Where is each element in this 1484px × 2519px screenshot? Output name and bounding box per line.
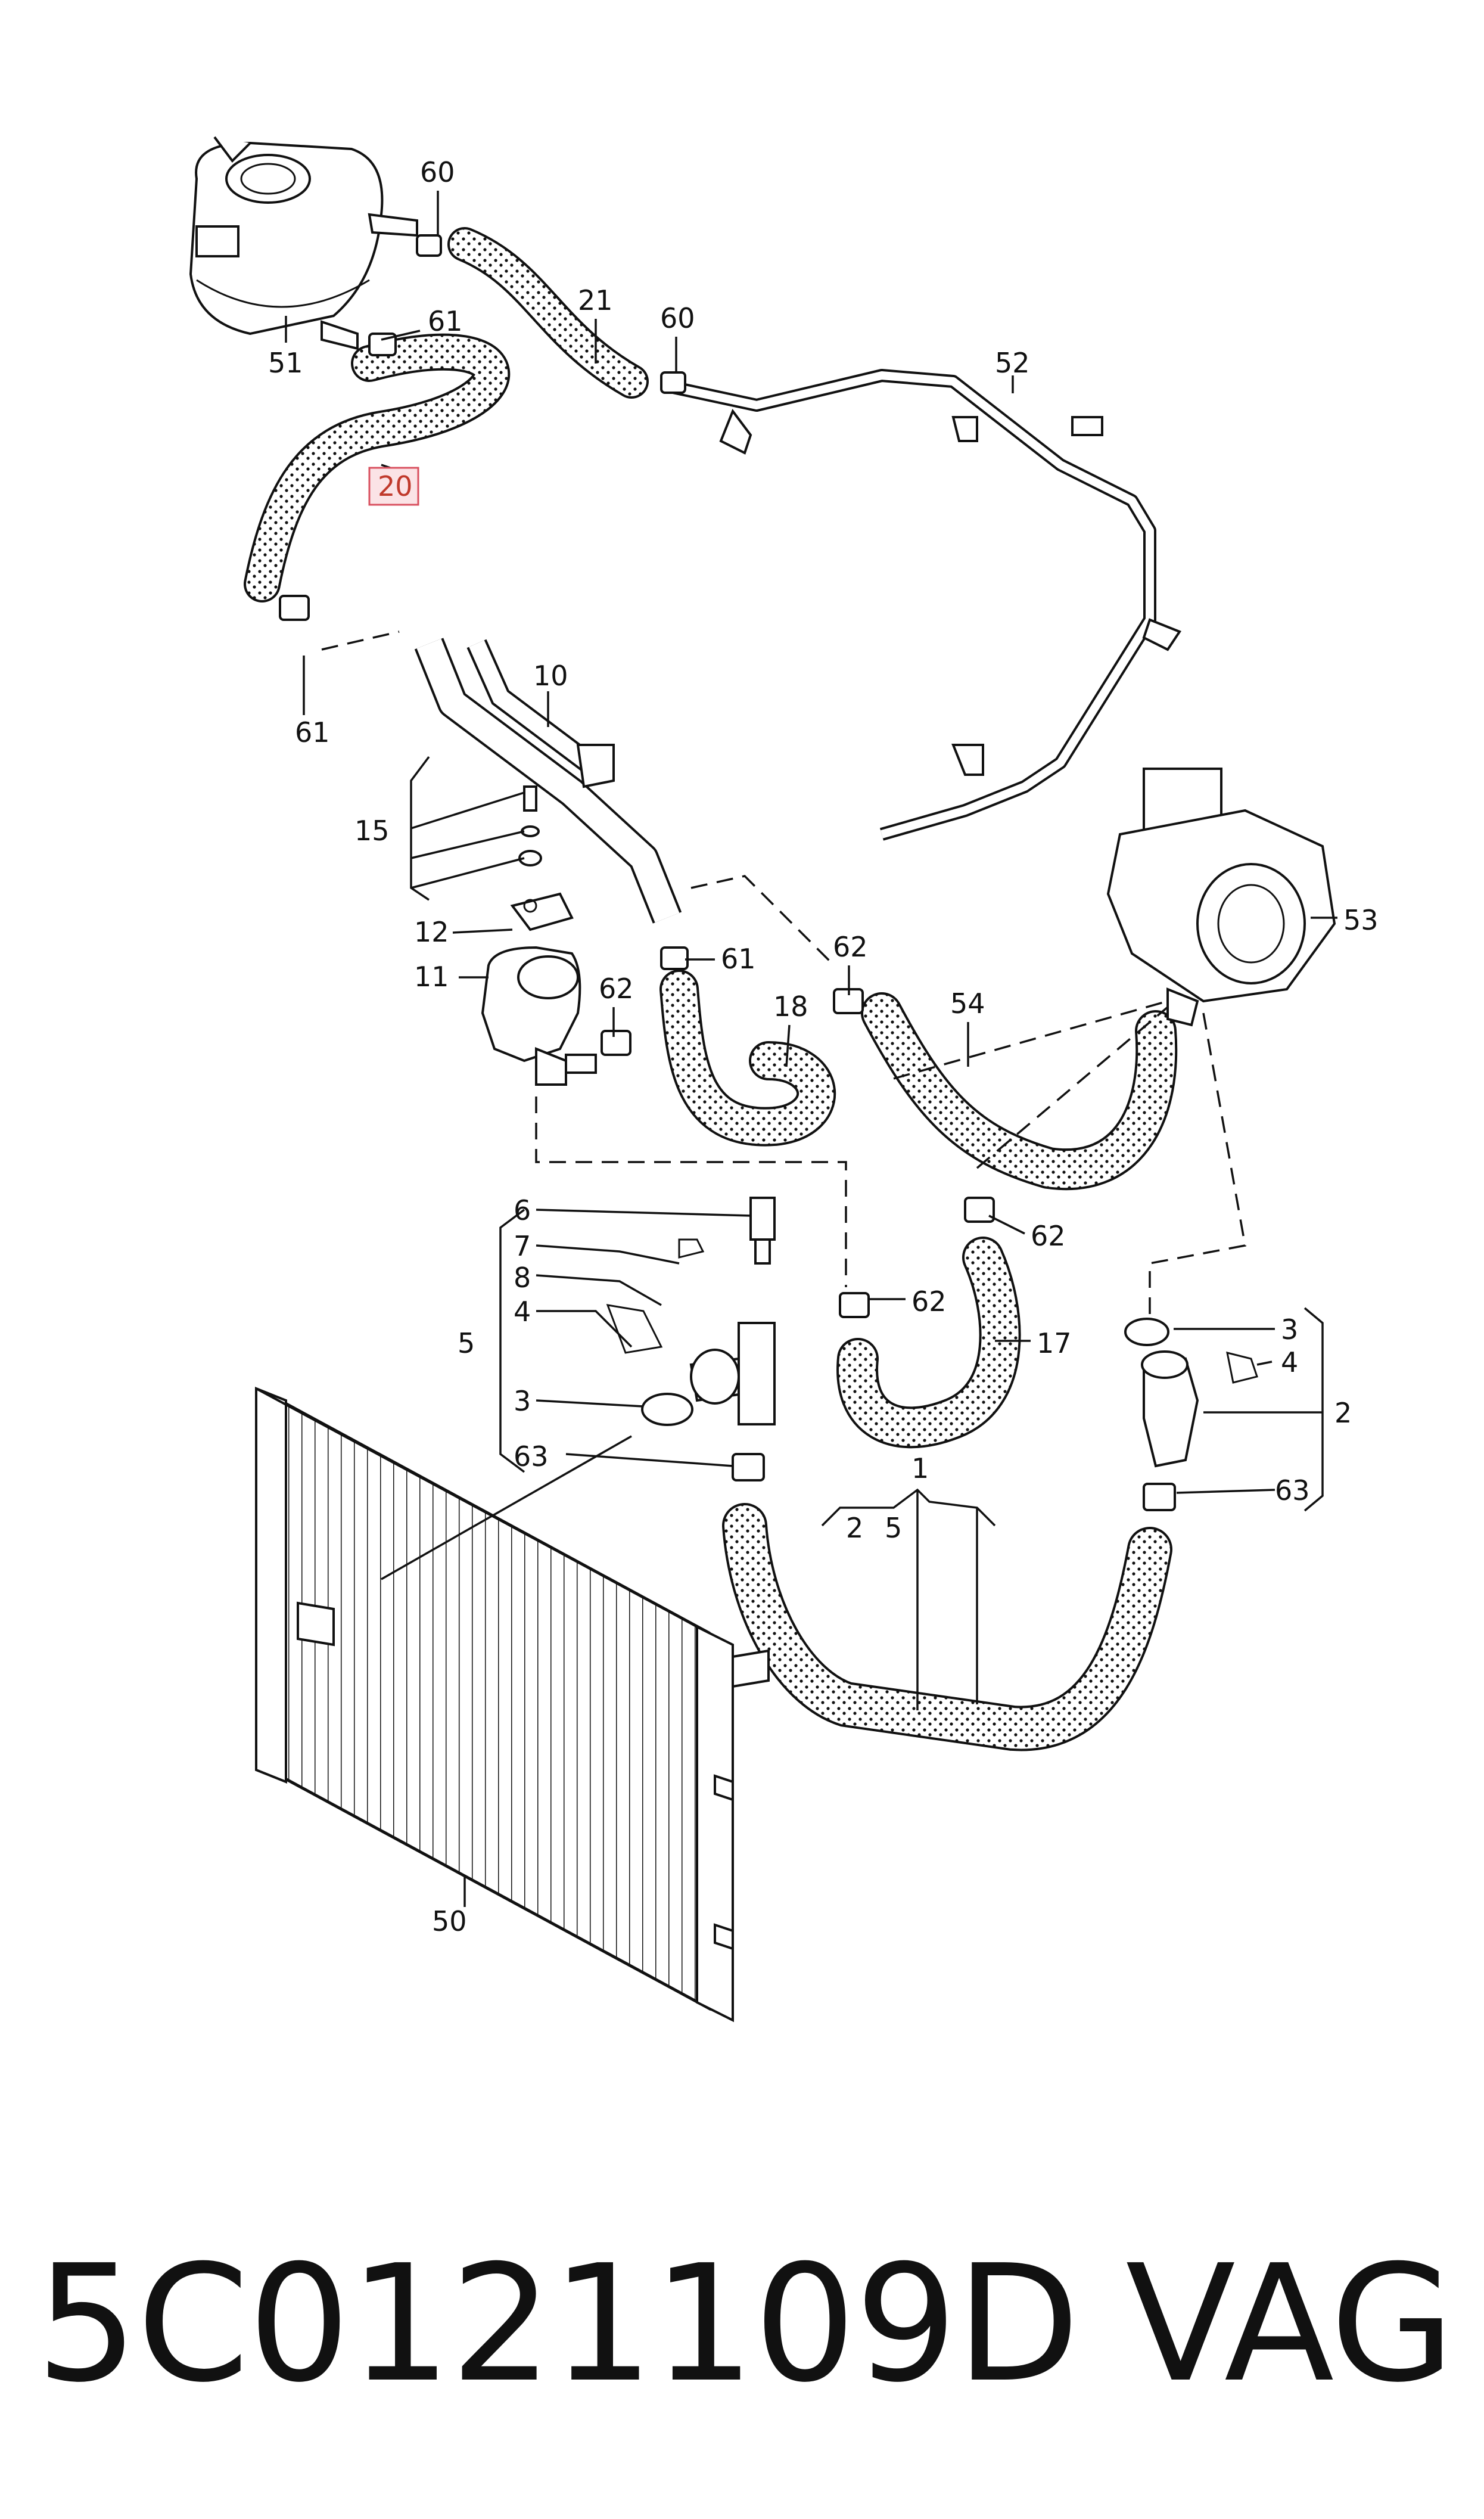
callout-62: 62	[599, 973, 634, 1005]
hose-18	[659, 970, 836, 1147]
callout-10: 10	[533, 660, 568, 692]
clamps	[279, 234, 1258, 1511]
aux-water-pump	[481, 946, 597, 1086]
callout-8: 8	[514, 1262, 531, 1294]
part-number: 5C0121109D	[36, 2230, 1080, 2418]
callout-4: 4	[514, 1296, 531, 1328]
footer: 5C0121109D VAG	[36, 2229, 1455, 2419]
callout-20-highlighted: 20	[378, 470, 413, 502]
callout-17: 17	[1037, 1327, 1072, 1359]
callout-50: 50	[432, 1905, 467, 1937]
callout-1: 1	[911, 1452, 929, 1484]
leader-lines	[285, 191, 1337, 1907]
callout-3: 3	[1281, 1313, 1298, 1346]
callout-6: 6	[514, 1194, 531, 1226]
callout-62: 62	[833, 931, 868, 963]
thermostat-housing	[1106, 768, 1336, 1027]
callout-52: 52	[995, 347, 1030, 379]
connector-2	[1141, 1350, 1199, 1468]
hose-17	[836, 1237, 1021, 1449]
callout-3: 3	[514, 1385, 531, 1417]
callout-61: 61	[295, 716, 330, 748]
callout-60: 60	[420, 156, 455, 188]
pipe-10	[414, 638, 682, 924]
bracket-12	[510, 892, 574, 931]
callout-5: 5	[458, 1327, 475, 1359]
bolts-15	[518, 785, 542, 866]
pipe-52	[671, 369, 1182, 841]
callout-numbers: 60 21 60 61 51 52 20 10 61 15 12 11 62 6…	[268, 156, 1379, 1937]
callout-2: 2	[1334, 1397, 1352, 1429]
callout-21: 21	[578, 284, 613, 316]
callout-63: 63	[514, 1440, 549, 1473]
reference-lines	[321, 630, 1247, 1317]
callout-62: 62	[911, 1285, 947, 1318]
callout-60: 60	[660, 302, 695, 334]
hose-1	[722, 1503, 1172, 1751]
callout-61: 61	[721, 943, 756, 975]
callout-7: 7	[514, 1230, 531, 1262]
sensor-6	[749, 1197, 776, 1265]
hose-54	[861, 992, 1178, 1191]
callout-54: 54	[950, 987, 985, 1020]
callout-63: 63	[1275, 1474, 1310, 1507]
callout-61: 61	[428, 305, 463, 337]
callout-4: 4	[1281, 1346, 1298, 1378]
callout-2: 2	[846, 1512, 863, 1544]
callout-11: 11	[414, 961, 449, 993]
hose-20	[244, 333, 510, 602]
callout-51: 51	[268, 347, 303, 379]
callout-18: 18	[773, 990, 808, 1023]
radiator	[255, 1387, 770, 2023]
callout-5: 5	[885, 1512, 902, 1544]
hose-21	[447, 227, 649, 399]
callout-62: 62	[1031, 1220, 1066, 1252]
highlighted-callout-box	[368, 467, 419, 506]
callout-53: 53	[1343, 904, 1379, 936]
brand-label: VAG	[1125, 2230, 1455, 2418]
t-connector-5	[689, 1322, 776, 1425]
callout-12: 12	[414, 916, 449, 948]
callout-15: 15	[354, 815, 390, 847]
expansion-tank	[189, 136, 418, 350]
coolant-system-diagram: 60 21 60 61 51 52 20 10 61 15 12 11 62 6…	[189, 136, 1379, 2023]
